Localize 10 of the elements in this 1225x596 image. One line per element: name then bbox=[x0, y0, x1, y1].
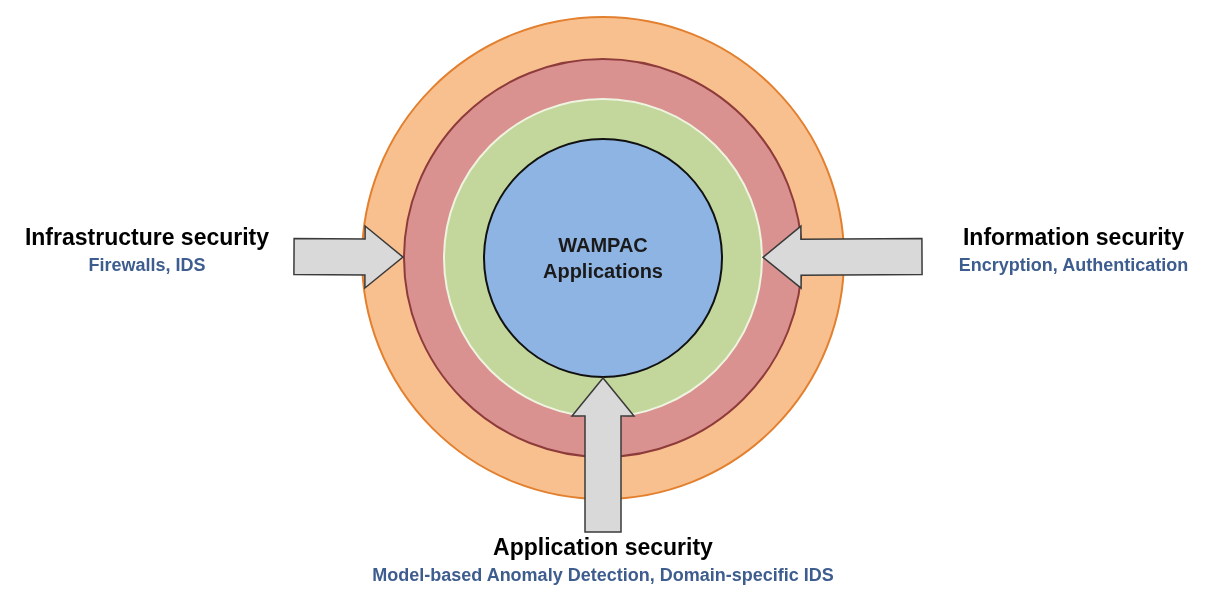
layer-examples: Model-based Anomaly Detection, Domain-specific IDS bbox=[372, 564, 834, 587]
layer-heading: Application security bbox=[493, 533, 713, 562]
block-arrow bbox=[761, 224, 923, 290]
block-arrow bbox=[293, 224, 405, 290]
layer-examples: Firewalls, IDS bbox=[88, 254, 206, 277]
center-label: WAMPAC Applications bbox=[542, 233, 664, 284]
layer-heading: Information security bbox=[962, 223, 1185, 252]
layer-heading: Infrastructure security bbox=[24, 223, 270, 252]
block-arrow bbox=[570, 376, 636, 533]
layer-examples: Encryption, Authentication bbox=[958, 254, 1189, 277]
